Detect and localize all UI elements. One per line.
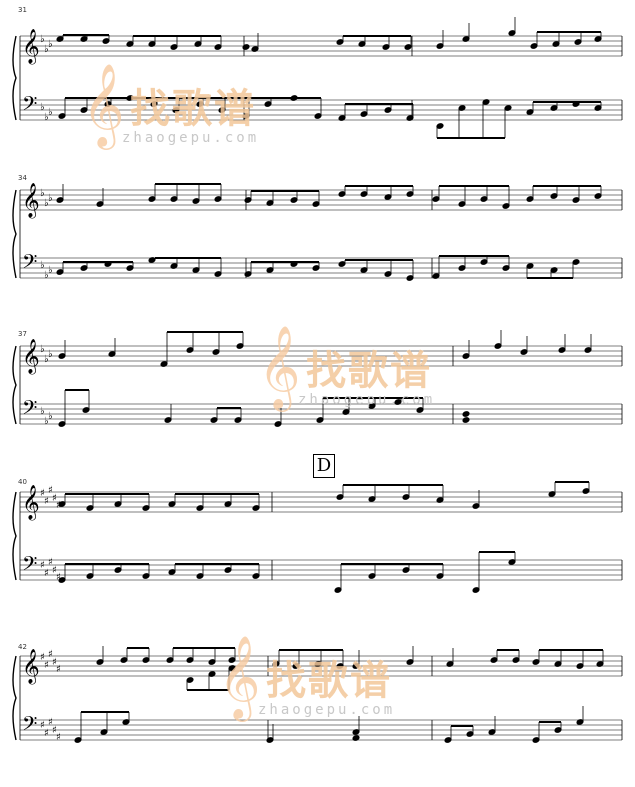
bass-clef-icon: 𝄢	[22, 250, 37, 278]
key-signature-accidental: ♭	[48, 39, 53, 50]
key-signature-accidental: ♯	[56, 732, 61, 743]
key-signature-accidental: ♭	[44, 416, 49, 427]
key-signature-accidental: ♭	[40, 34, 45, 45]
key-signature-accidental: ♭	[48, 193, 53, 204]
measure-number: 42	[18, 643, 27, 651]
measure-number: 37	[18, 330, 27, 338]
brace	[12, 189, 17, 279]
brace	[12, 491, 17, 581]
key-signature-accidental: ♭	[48, 265, 53, 276]
bass-clef-icon: 𝄢	[22, 552, 37, 580]
key-signature-accidental: ♯	[52, 657, 57, 668]
clefs: 𝄞𝄢♭♭♭♭♭♭𝄞𝄢♭♭♭♭♭♭𝄞𝄢♭♭♭♭♭♭𝄞𝄢♯♯♯♯♯♯♯♯♯♯𝄞𝄢♯♯…	[22, 29, 61, 743]
key-signature-accidental: ♭	[48, 349, 53, 360]
key-signature-accidental: ♭	[48, 411, 53, 422]
key-signature-accidental: ♯	[52, 493, 57, 504]
key-signature-accidental: ♭	[44, 270, 49, 281]
treble-clef-icon: 𝄞	[22, 183, 40, 219]
treble-clef-icon: 𝄞	[22, 485, 40, 521]
measure-number: 31	[18, 6, 27, 14]
bass-clef-icon: 𝄢	[22, 712, 37, 740]
key-signature-accidental: ♯	[52, 725, 57, 736]
key-signature-accidental: ♯	[44, 660, 49, 671]
notehead	[462, 417, 470, 423]
key-signature-accidental: ♭	[44, 198, 49, 209]
key-signature-accidental: ♭	[44, 44, 49, 55]
key-signature-accidental: ♭	[40, 102, 45, 113]
key-signature-accidental: ♯	[48, 485, 53, 496]
bass-clef-icon: 𝄢	[22, 396, 37, 424]
key-signature-accidental: ♯	[44, 496, 49, 507]
key-signature-accidental: ♯	[48, 717, 53, 728]
rehearsal-mark: D	[313, 454, 335, 478]
treble-clef-icon: 𝄞	[22, 339, 40, 375]
barlines	[12, 35, 623, 741]
staff-lines	[20, 35, 622, 741]
measure-number: 34	[18, 174, 27, 182]
key-signature-accidental: ♯	[52, 565, 57, 576]
notehead	[242, 44, 250, 50]
key-signature-accidental: ♭	[44, 112, 49, 123]
key-signature-accidental: ♯	[56, 572, 61, 583]
key-signature-accidental: ♯	[56, 500, 61, 511]
treble-clef-icon: 𝄞	[22, 649, 40, 685]
measure-number: 40	[18, 478, 27, 486]
brace	[12, 35, 17, 121]
key-signature-accidental: ♭	[40, 188, 45, 199]
key-signature-accidental: ♭	[40, 260, 45, 271]
bass-clef-icon: 𝄢	[22, 92, 37, 120]
key-signature-accidental: ♯	[40, 652, 45, 663]
key-signature-accidental: ♭	[40, 406, 45, 417]
treble-clef-icon: 𝄞	[22, 29, 40, 65]
key-signature-accidental: ♯	[44, 728, 49, 739]
key-signature-accidental: ♭	[40, 344, 45, 355]
key-signature-accidental: ♯	[48, 649, 53, 660]
key-signature-accidental: ♭	[44, 354, 49, 365]
key-signature-accidental: ♭	[48, 107, 53, 118]
key-signature-accidental: ♯	[40, 560, 45, 571]
key-signature-accidental: ♯	[56, 664, 61, 675]
notehead	[462, 411, 470, 417]
notes	[56, 17, 604, 743]
brace	[12, 655, 17, 741]
key-signature-accidental: ♯	[40, 488, 45, 499]
key-signature-accidental: ♯	[44, 568, 49, 579]
key-signature-accidental: ♯	[48, 557, 53, 568]
notehead	[352, 735, 360, 741]
brace	[12, 345, 17, 425]
key-signature-accidental: ♯	[40, 720, 45, 731]
